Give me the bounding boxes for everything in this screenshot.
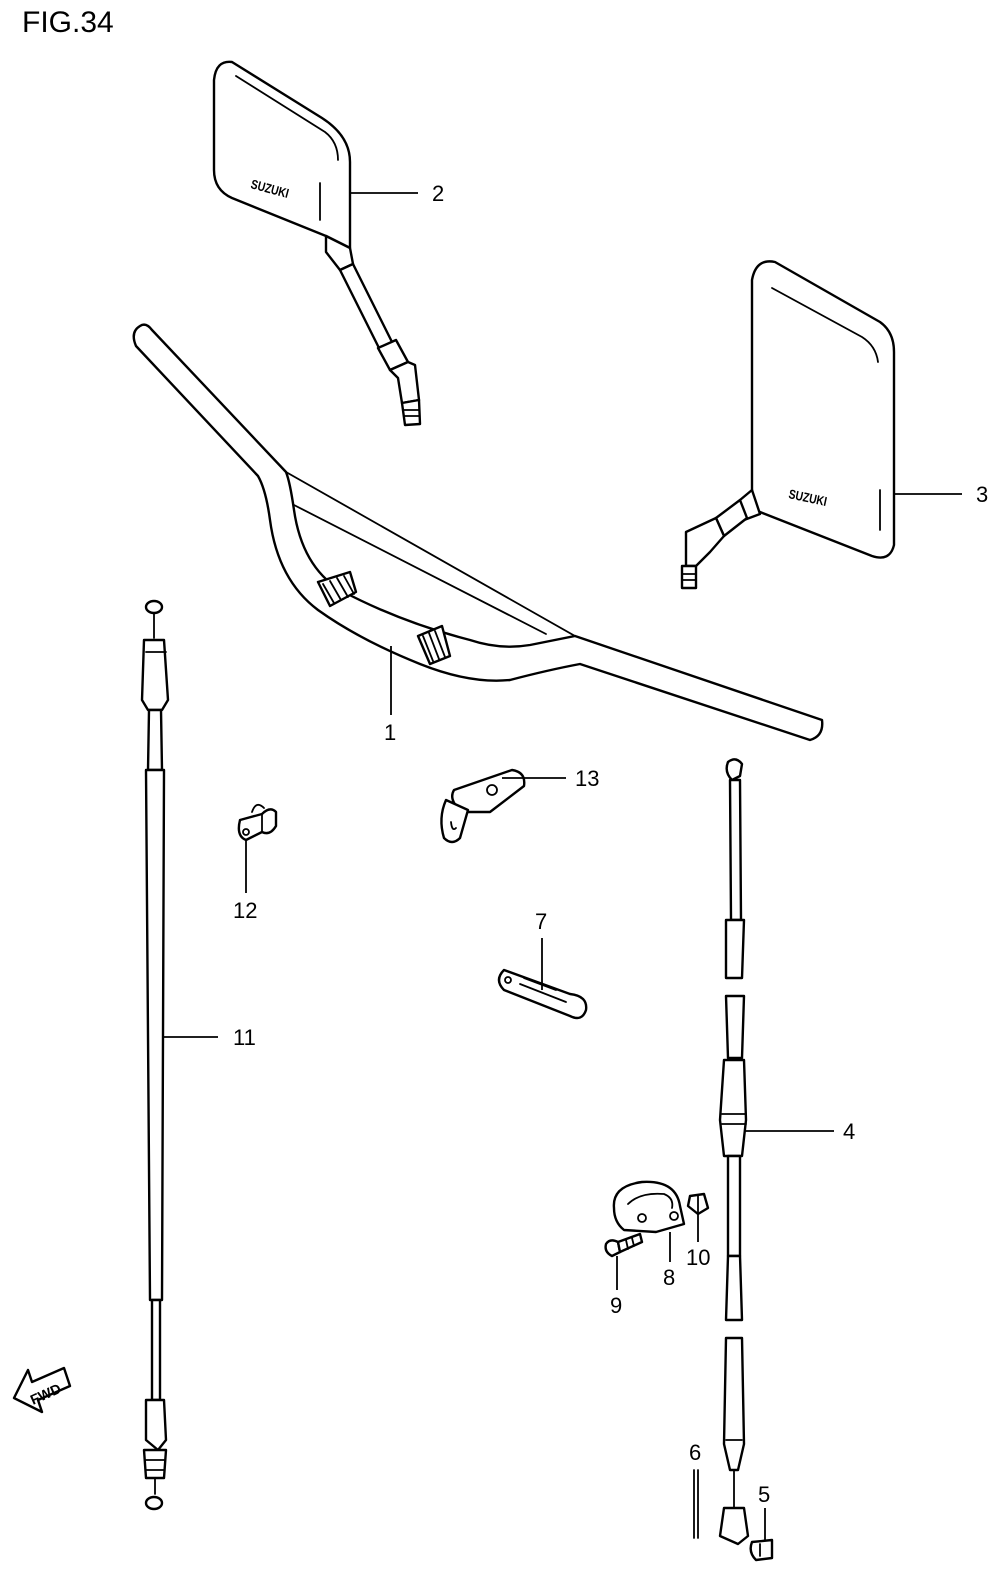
throttle-clamp — [612, 1180, 686, 1234]
callout-4: 4 — [843, 1119, 855, 1144]
callout-9: 9 — [610, 1293, 622, 1318]
holder-bracket — [440, 768, 526, 844]
forward-direction-arrow: FWD — [12, 1366, 72, 1414]
callout-7: 7 — [535, 909, 547, 934]
cable-clamp — [237, 803, 278, 842]
cable-end-cap — [749, 1538, 774, 1562]
callout-3: 3 — [976, 482, 988, 507]
callout-5: 5 — [758, 1482, 770, 1507]
callout-8: 8 — [663, 1265, 675, 1290]
callout-11: 11 — [233, 1025, 256, 1050]
right-mirror: SUZUKI — [680, 260, 896, 590]
throttle-cable — [718, 758, 750, 1546]
handlebar — [132, 323, 824, 742]
callout-6: 6 — [689, 1440, 701, 1465]
callout-2: 2 — [432, 181, 444, 206]
left-mirror: SUZUKI — [212, 60, 422, 427]
callout-1: 1 — [384, 720, 396, 745]
nut — [686, 1192, 710, 1216]
callout-10: 10 — [686, 1245, 710, 1270]
callout-12: 12 — [233, 898, 257, 923]
callout-13: 13 — [575, 766, 599, 791]
cable-clip — [497, 968, 588, 1020]
pin — [693, 1469, 699, 1539]
callout-labels: 2 3 1 4 5 6 7 8 9 10 11 12 13 — [233, 181, 988, 1507]
screw — [604, 1232, 644, 1258]
leader-lines — [164, 192, 962, 1540]
figure-title: FIG.34 — [22, 6, 114, 39]
clutch-cable — [140, 599, 170, 1511]
